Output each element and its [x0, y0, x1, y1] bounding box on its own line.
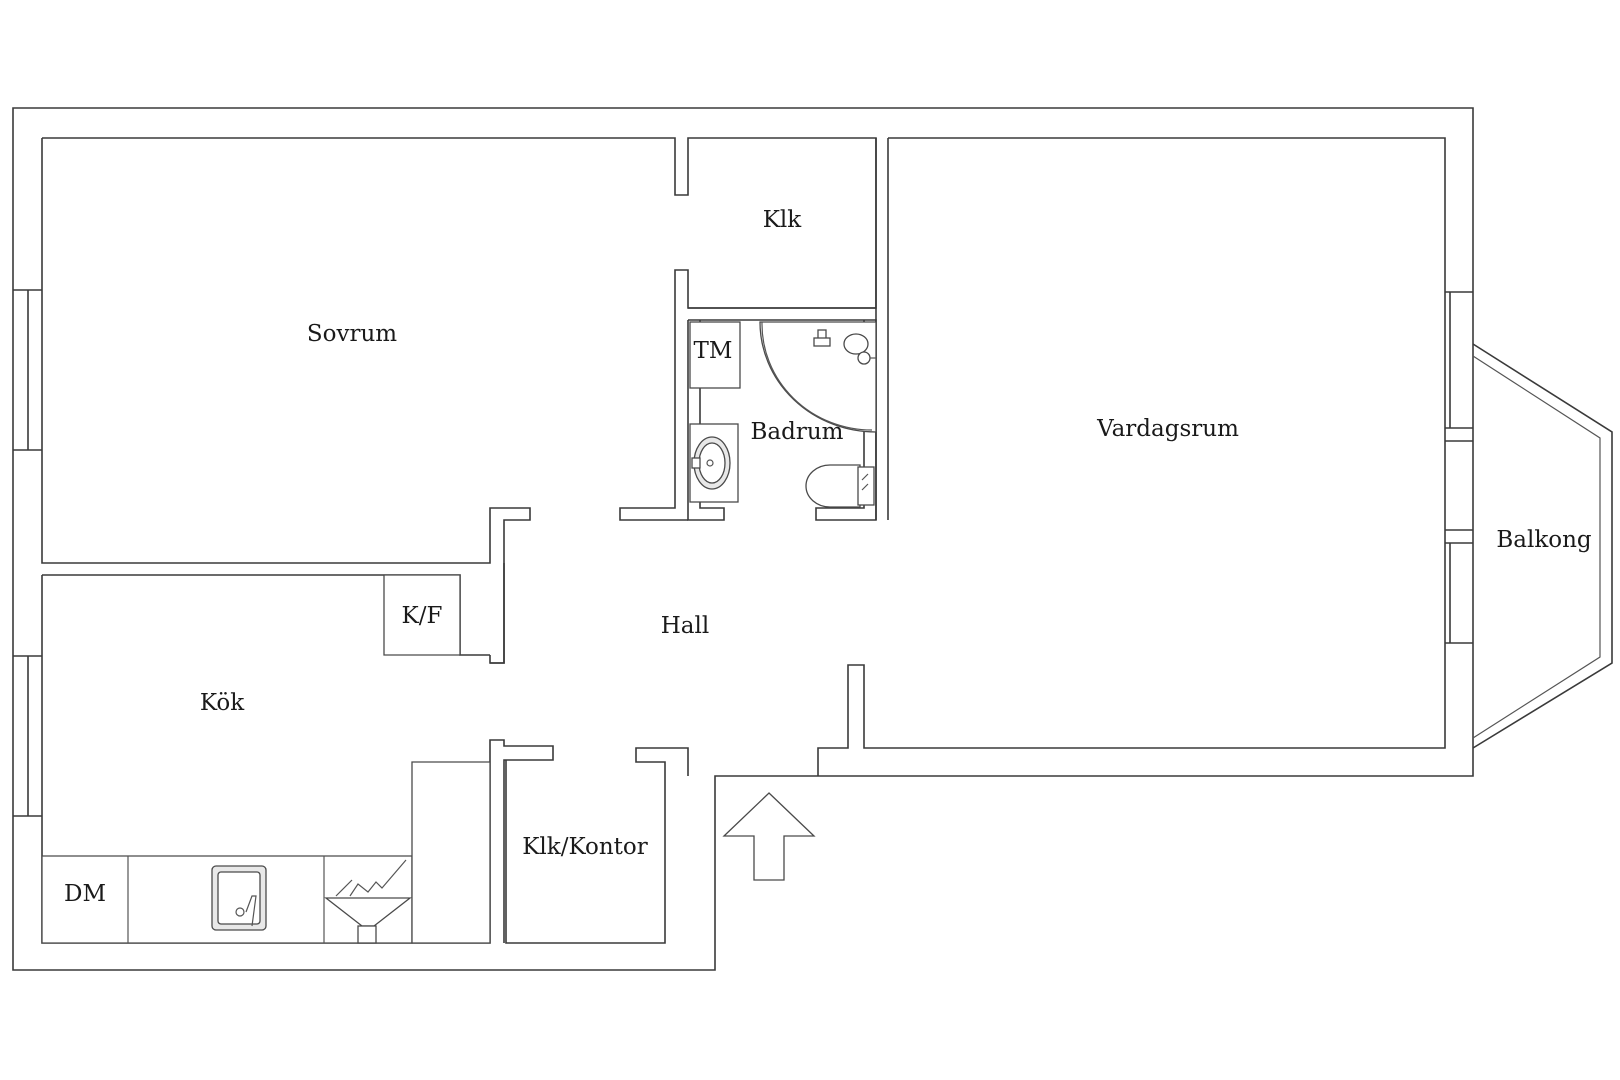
room-label-hall: Hall [661, 613, 709, 639]
kok-window [13, 655, 42, 817]
sovrum-window [13, 289, 42, 451]
room-label-kok: Kök [200, 690, 245, 716]
room-label-klk: Klk [763, 207, 803, 233]
exterior-wall-outer [12, 107, 1474, 971]
klk-kontor-walls [505, 747, 689, 944]
entrance-arrow-icon [722, 792, 816, 881]
shower-icon [759, 321, 877, 433]
kok-tall-cabinet [411, 761, 491, 944]
toilet-icon [805, 464, 875, 508]
room-label-sovrum: Sovrum [307, 321, 397, 347]
room-label-badrum: Badrum [751, 419, 844, 445]
room-label-vardagsrum: Vardagsrum [1096, 416, 1239, 442]
room-label-tm: TM [694, 338, 733, 364]
vardagsrum-walls [817, 137, 1446, 776]
balkong-outline [1472, 343, 1613, 749]
room-label-kf: K/F [402, 603, 443, 629]
hall-left-wall [490, 563, 505, 664]
stove-hood-icon [324, 859, 412, 944]
room-label-klk-kontor: Klk/Kontor [522, 834, 648, 860]
room-label-dm: DM [64, 881, 106, 907]
vardagsrum-window-upper [1445, 291, 1473, 442]
kf-box [383, 574, 461, 656]
sovrum-walls [42, 137, 877, 521]
room-label-balkong: Balkong [1496, 527, 1592, 553]
balkong-outline-inner [1472, 355, 1601, 739]
vardagsrum-window-lower [1445, 529, 1473, 644]
washbasin-icon [689, 423, 739, 503]
sink-icon [211, 865, 267, 931]
tm-box [689, 321, 741, 389]
